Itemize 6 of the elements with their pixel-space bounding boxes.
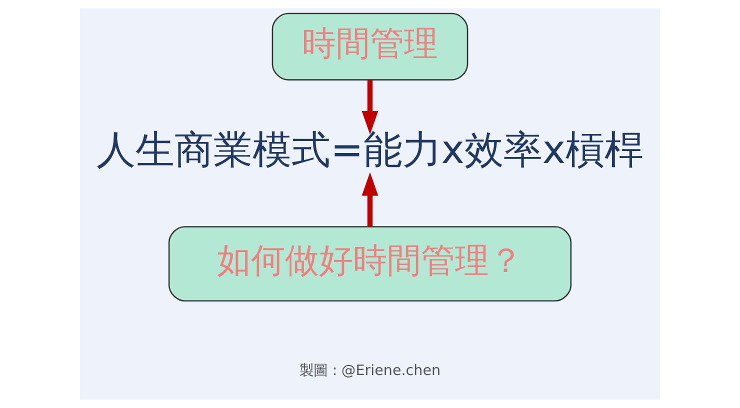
label: 製圖：@Eriene.chen <box>299 362 441 379</box>
node-box: 時間管理 <box>272 12 468 80</box>
arrow <box>362 80 378 134</box>
node-text: 人生商業模式=能力x效率x槓桿 <box>96 128 644 174</box>
node-box: 如何做好時間管理？ <box>168 226 572 302</box>
arrow <box>362 172 378 226</box>
